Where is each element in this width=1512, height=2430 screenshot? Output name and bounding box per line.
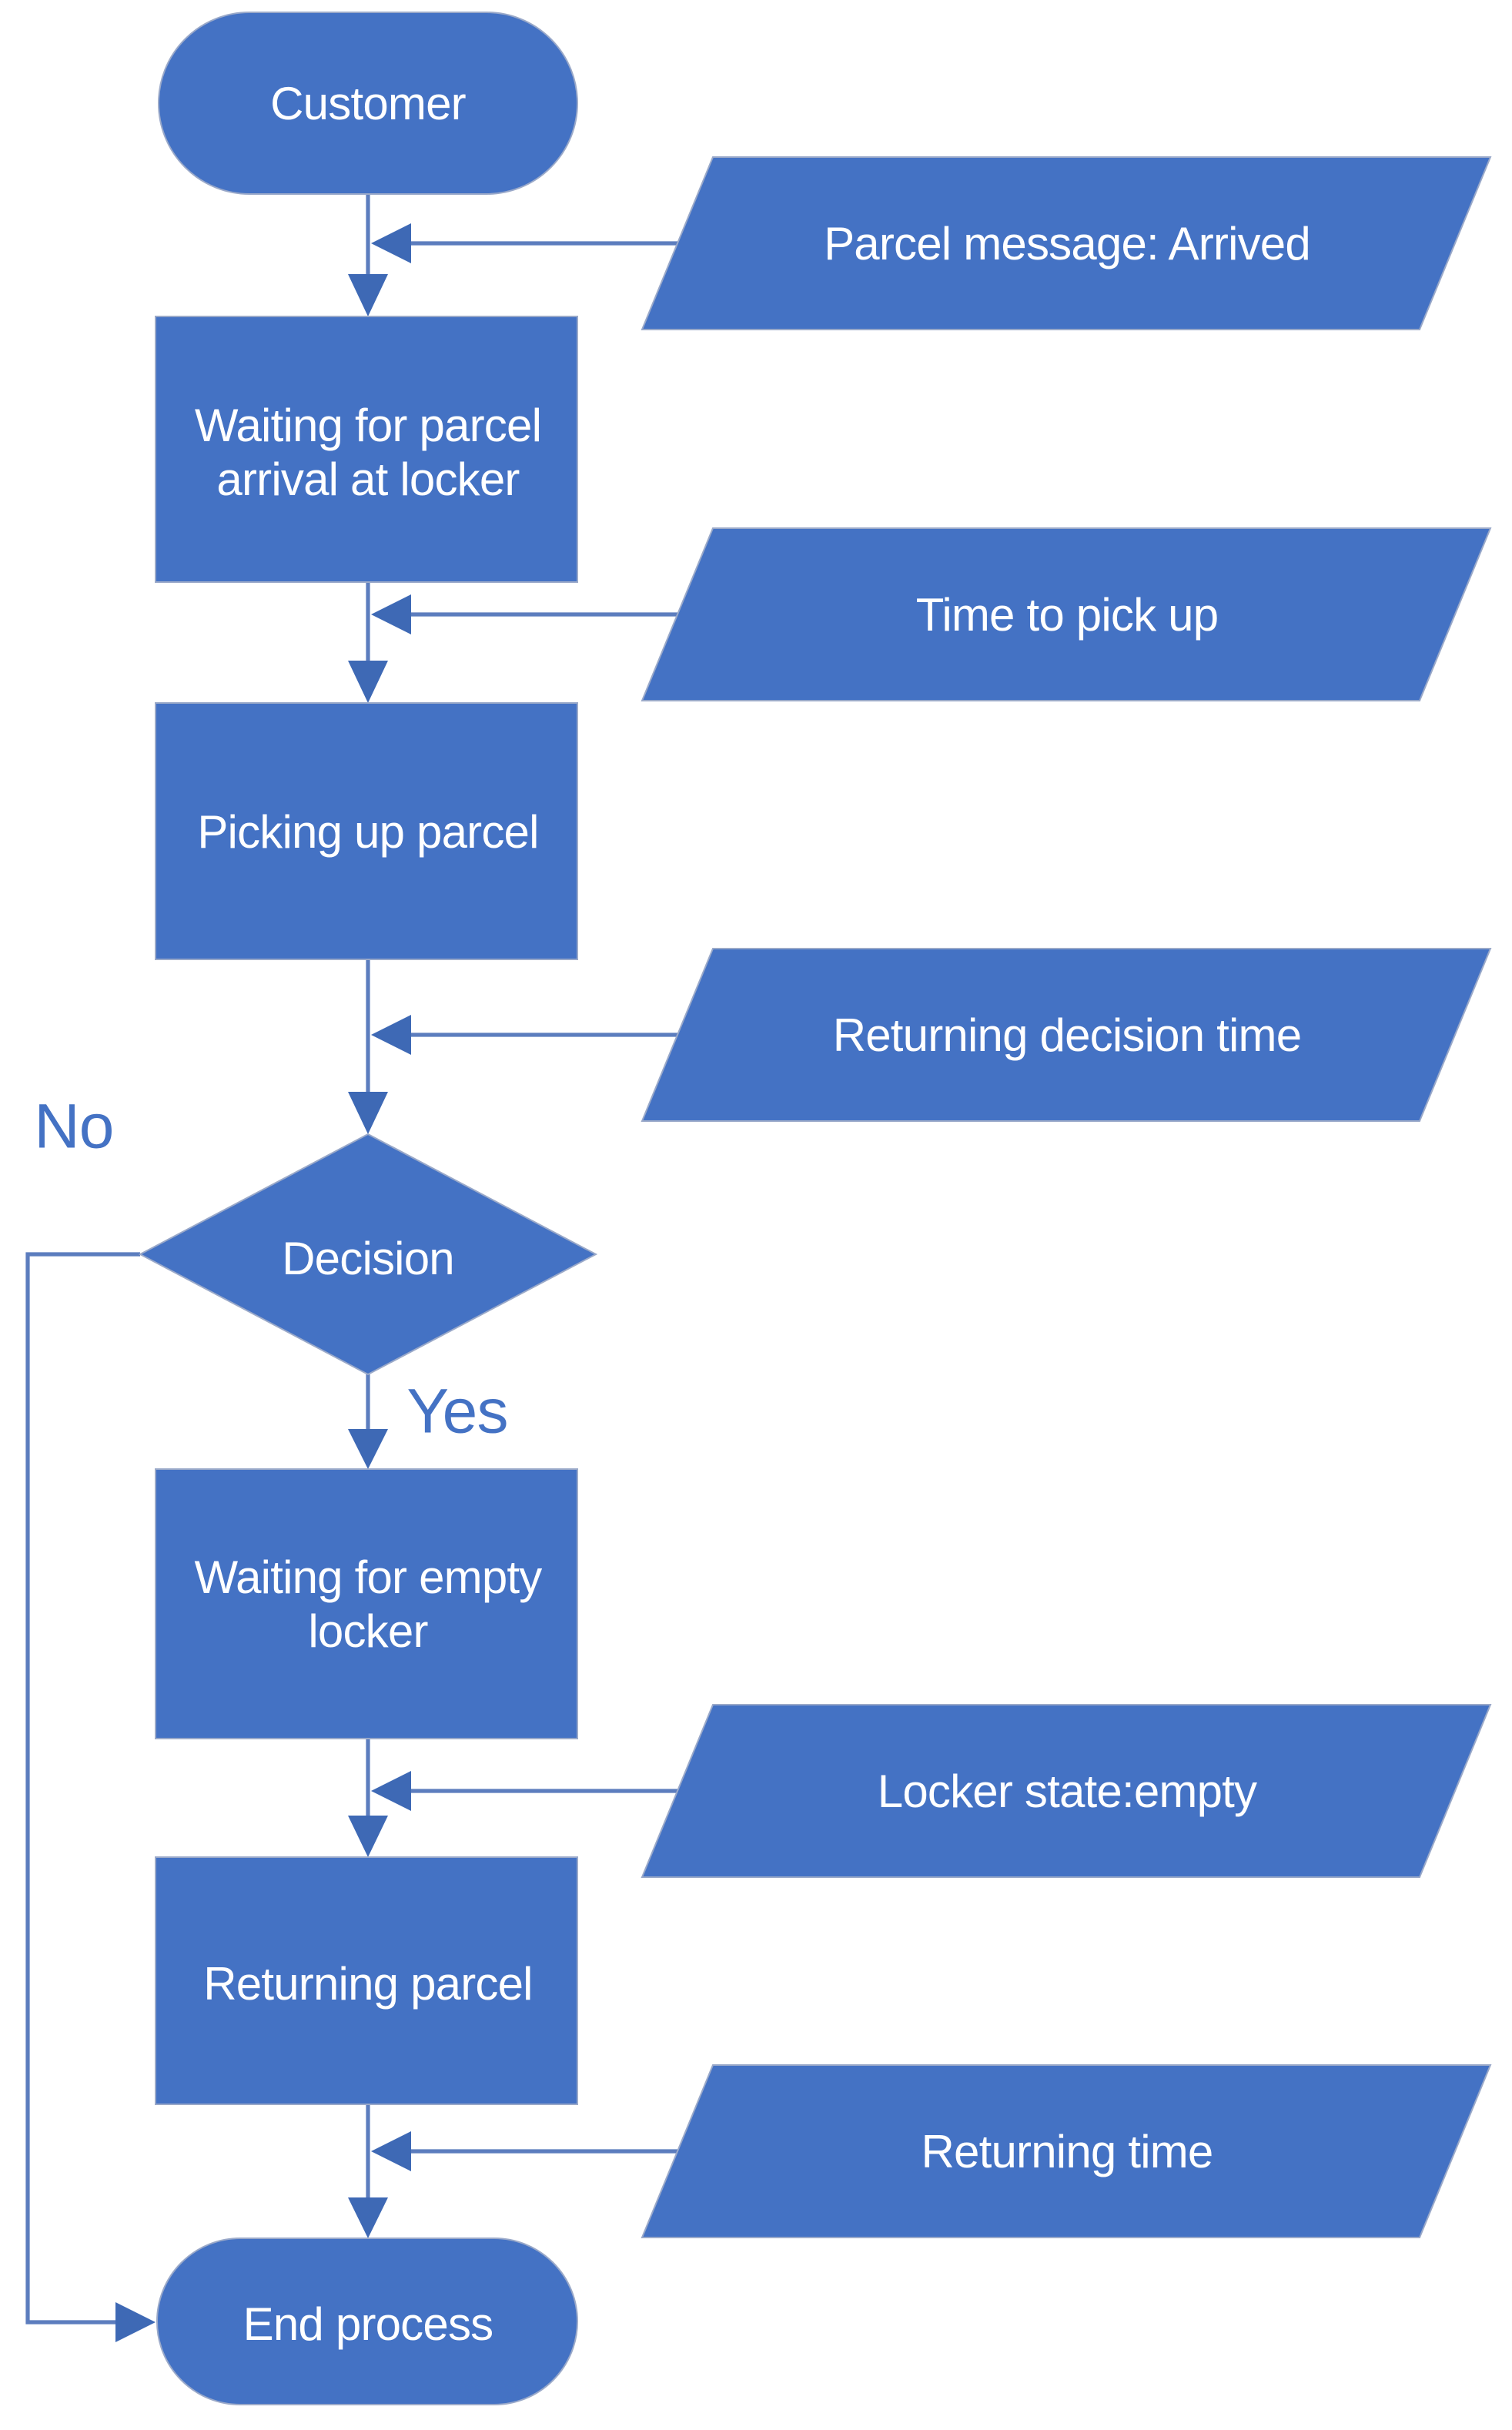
process-waiting-empty [155, 1468, 578, 1739]
edge-label-no: No [34, 1092, 113, 1162]
edge-decision-no [25, 1252, 156, 2342]
terminator-end-process-label: End process [243, 2298, 493, 2350]
arrowhead-down-yes [348, 1429, 388, 1469]
arrowhead-down-into-decision [348, 1092, 388, 1134]
data-parcel-message [641, 156, 1492, 330]
arrowhead-down-into-end [348, 2197, 388, 2238]
process-picking-up-label: Picking up parcel [197, 806, 538, 858]
edge-locker-state-join [371, 1771, 677, 1811]
data-returning-time-label: Returning time [922, 2126, 1213, 2177]
terminator-customer [158, 12, 578, 195]
process-waiting-parcel [155, 316, 578, 583]
edge-returning-time-join [371, 2131, 677, 2171]
arrowhead-right-no-into-end [115, 2302, 156, 2342]
edge-label-yes: Yes [406, 1377, 507, 1447]
data-locker-state [641, 1704, 1492, 1878]
data-locker-state-label: Locker state:empty [878, 1766, 1257, 1817]
decision-diamond [138, 1133, 598, 1376]
process-returning-parcel-label: Returning parcel [203, 1958, 532, 2010]
terminator-customer-label: Customer [270, 78, 466, 129]
edge-returning-to-end [348, 2104, 388, 2238]
process-returning-parcel [155, 1856, 578, 2105]
arrowhead-left-returning-decision [371, 1015, 411, 1055]
process-waiting-empty-label-line2: locker [308, 1605, 427, 1657]
edge-picking-to-decision [348, 959, 388, 1134]
data-time-to-pick-up-label: Time to pick up [916, 589, 1219, 641]
data-returning-decision [641, 948, 1492, 1122]
arrowhead-left-locker-state [371, 1771, 411, 1811]
data-time-to-pick-up [641, 527, 1492, 701]
decision-diamond-label: Decision [282, 1233, 454, 1284]
process-waiting-empty-label-line1: Waiting for empty [195, 1551, 543, 1603]
process-waiting-parcel-label-line2: arrival at locker [216, 454, 519, 505]
arrowhead-left-time-to-pick-up [371, 594, 411, 634]
process-waiting-parcel-label-line1: Waiting for parcel [195, 400, 541, 451]
terminator-end-process [156, 2238, 578, 2405]
edge-customer-to-waiting [348, 194, 388, 316]
edge-parcel-message-join [371, 223, 677, 263]
edge-decision-yes [348, 1374, 388, 1469]
arrowhead-down-into-picking [348, 661, 388, 703]
data-parcel-message-label: Parcel message: Arrived [824, 218, 1310, 269]
edge-time-to-pick-up-join [371, 594, 677, 634]
data-returning-decision-label: Returning decision time [833, 1009, 1302, 1061]
process-picking-up [155, 702, 578, 960]
edge-waiting-empty-to-returning [348, 1739, 388, 1857]
arrowhead-down-into-returning [348, 1816, 388, 1857]
arrowhead-left-parcel-message [371, 223, 411, 263]
arrowhead-down-into-waiting [348, 274, 388, 316]
data-returning-time [641, 2064, 1492, 2238]
edge-returning-decision-join [371, 1015, 677, 1055]
edge-waiting-to-picking [348, 582, 388, 703]
arrowhead-left-returning-time [371, 2131, 411, 2171]
